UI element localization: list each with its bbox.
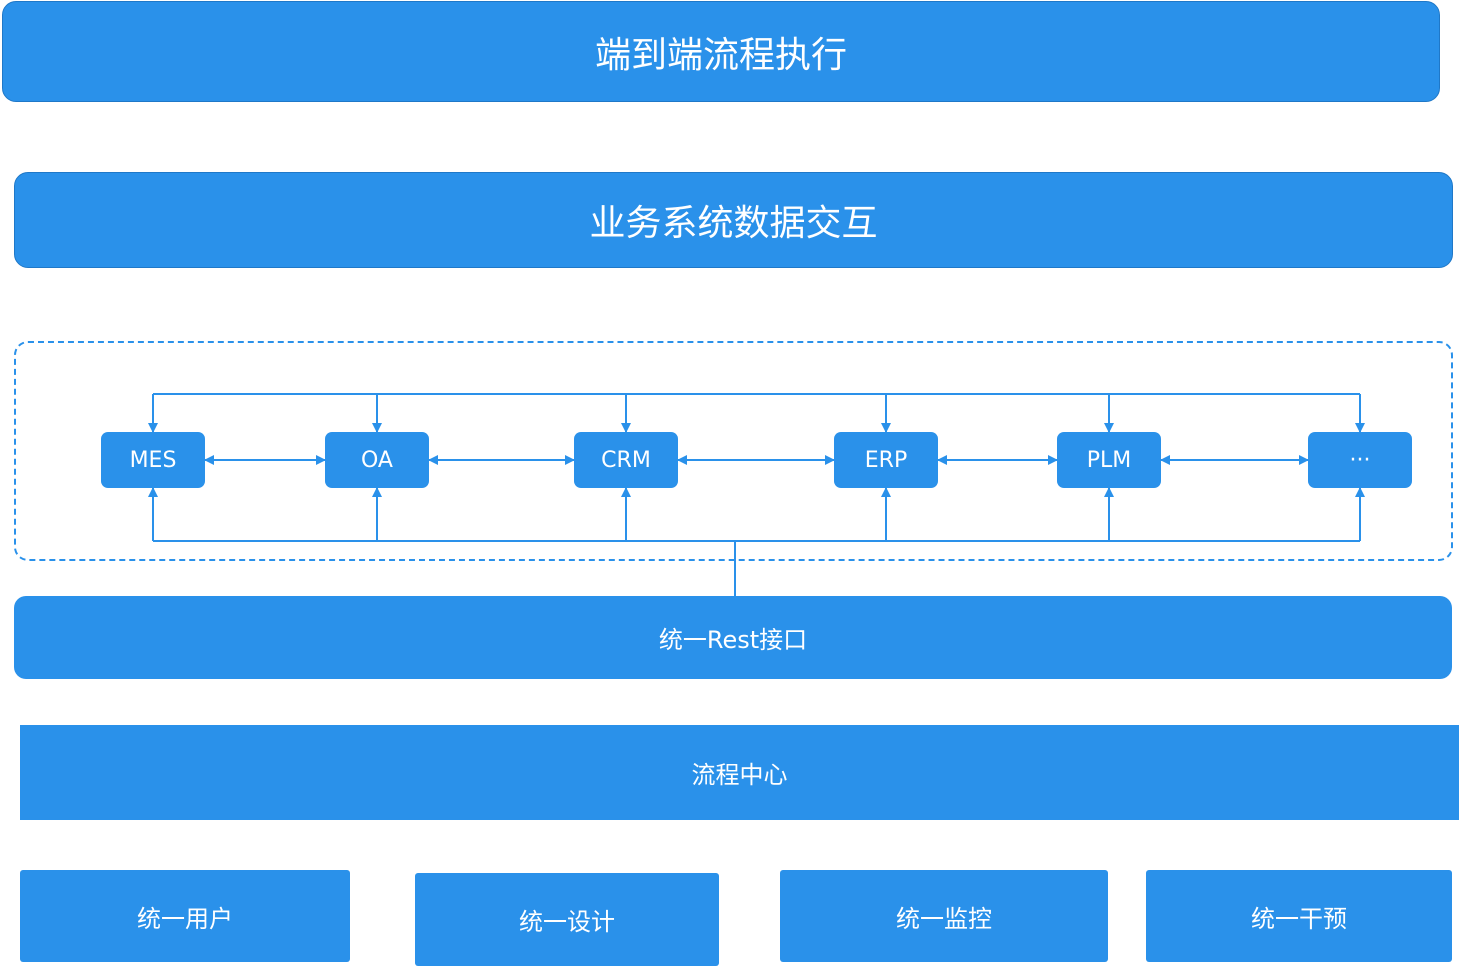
system-node-3: ERP [834,432,938,488]
system-label: CRM [601,447,651,473]
system-node-0: MES [101,432,205,488]
layer-process-center: 流程中心 [20,725,1459,820]
layer-label: 流程中心 [691,761,788,789]
bottom-label: 统一干预 [1251,904,1347,933]
bottom-unified-monitor: 统一监控 [780,870,1108,962]
bottom-label: 统一用户 [137,904,233,933]
layer-end-to-end: 端到端流程执行 [2,1,1440,102]
layer-label: 端到端流程执行 [594,34,847,76]
bottom-label: 统一设计 [519,908,615,936]
bottom-label: 统一监控 [896,904,992,933]
system-node-4: PLM [1057,432,1161,488]
system-label: ··· [1349,447,1371,473]
system-label: MES [129,447,177,473]
system-node-1: OA [325,432,429,488]
bottom-unified-design: 统一设计 [415,873,719,966]
layer-label: 统一Rest接口 [658,626,808,654]
bottom-unified-user: 统一用户 [20,870,350,962]
system-label: ERP [864,447,908,473]
systems-group [14,341,1453,561]
system-label: PLM [1086,447,1132,473]
system-label: OA [361,447,393,473]
layer-label: 业务系统数据交互 [589,203,878,244]
bottom-unified-intervene: 统一干预 [1146,870,1452,962]
system-node-2: CRM [574,432,678,488]
layer-data-exchange: 业务系统数据交互 [14,172,1453,268]
layer-rest-api: 统一Rest接口 [14,596,1452,679]
system-node-5: ··· [1308,432,1412,488]
